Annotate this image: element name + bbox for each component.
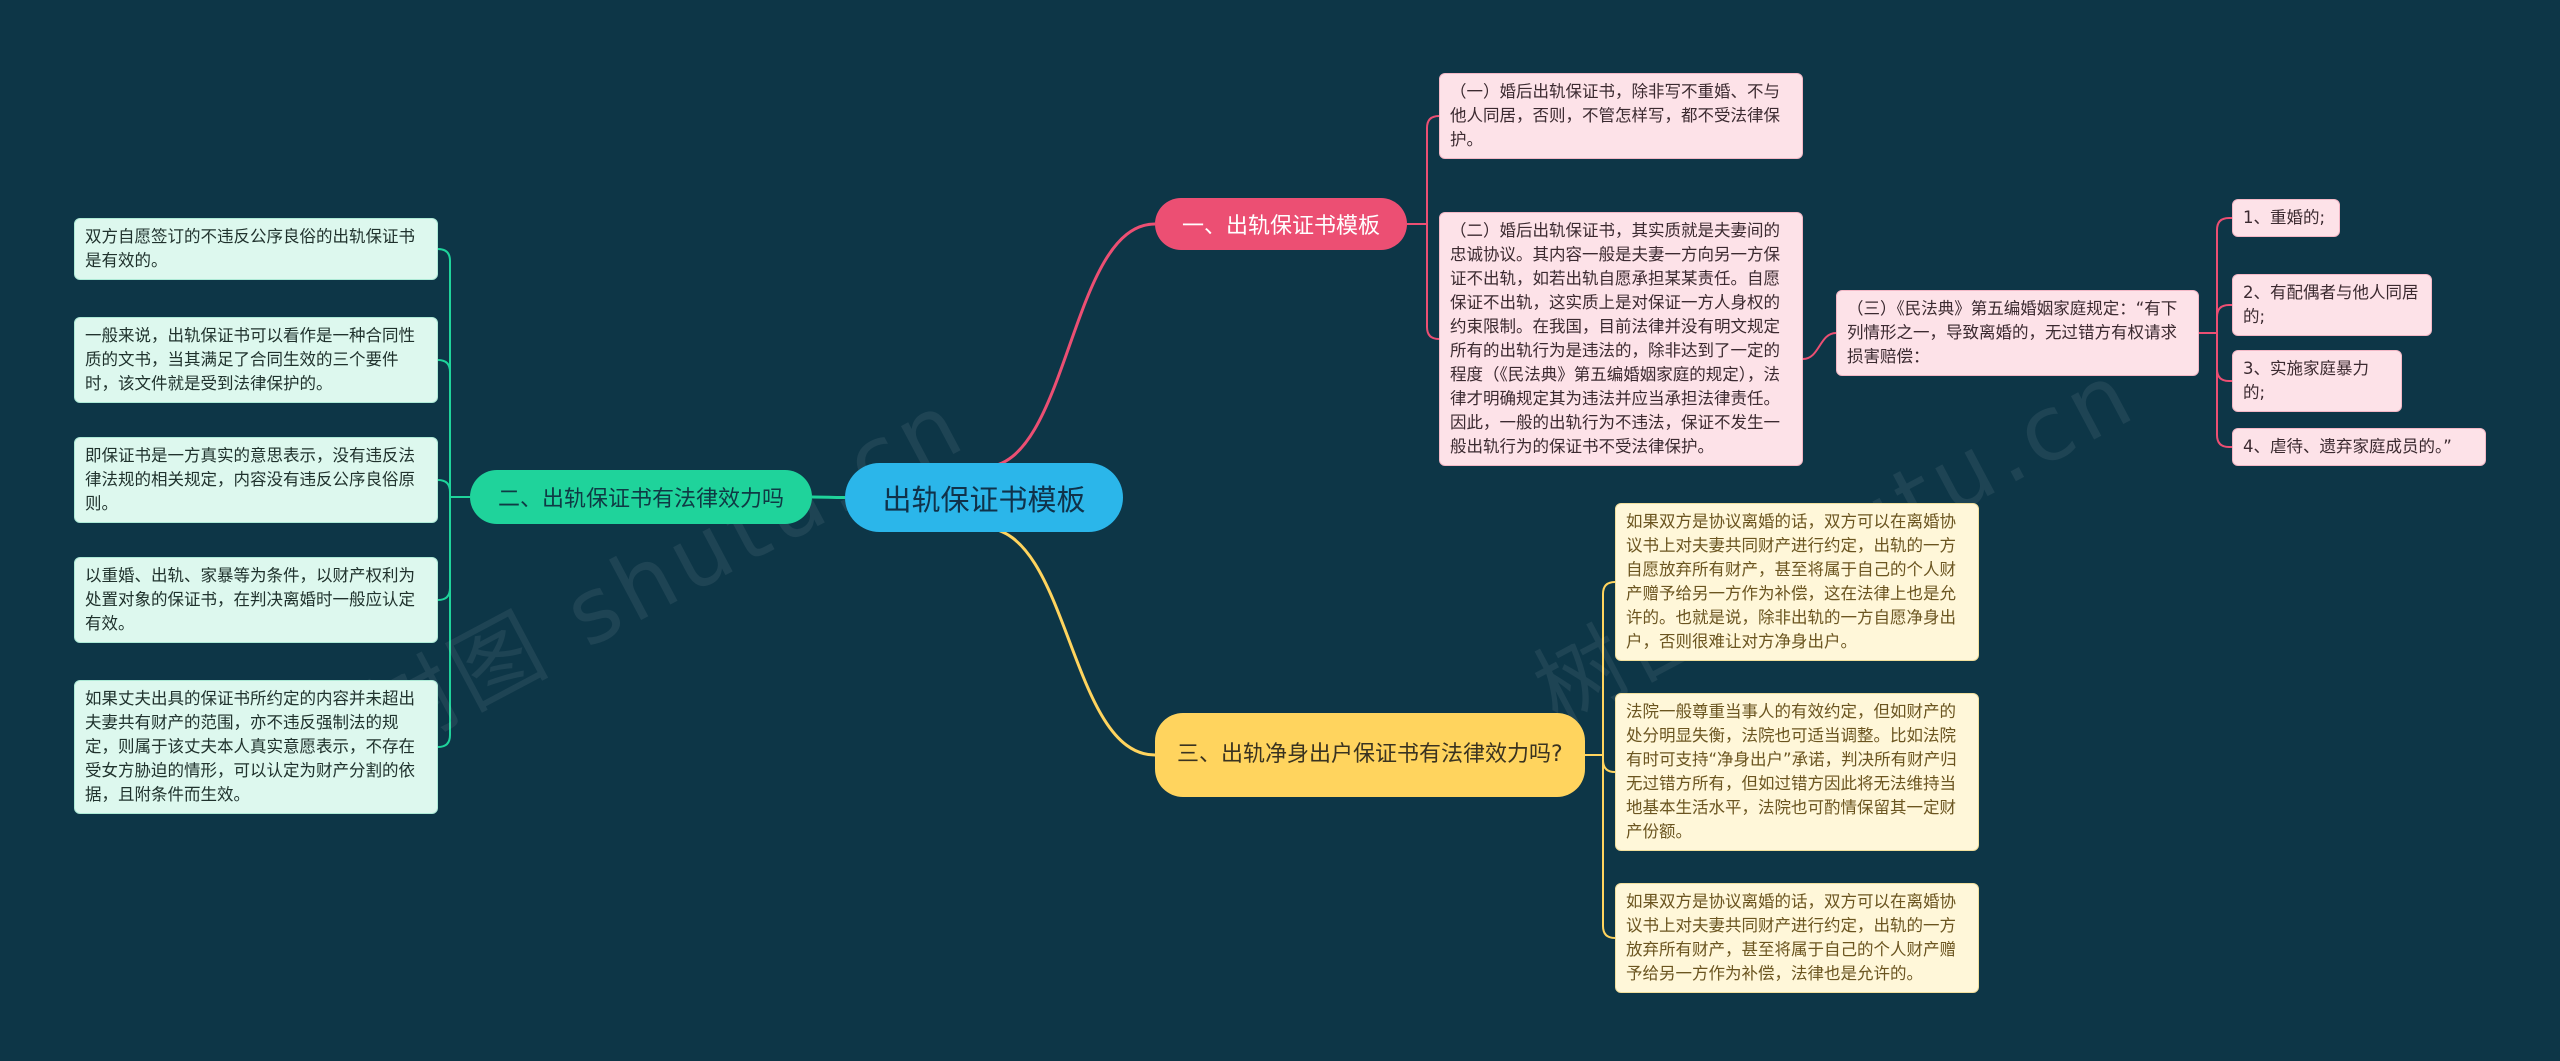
edge-note3-cases	[2199, 304, 2232, 334]
edge-root-branch1	[983, 222, 1156, 469]
branch-legal-validity[interactable]: 二、出轨保证书有法律效力吗	[470, 470, 812, 524]
clean-exit-note-1[interactable]: 如果双方是协议离婚的话，双方可以在离婚协议书上对夫妻共同财产进行约定，出轨的一方…	[1615, 503, 1979, 661]
edge-branch1-notes	[1407, 115, 1440, 225]
validity-note-3[interactable]: 即保证书是一方真实的意思表示，没有违反法律法规的相关规定，内容没有违反公序良俗原…	[74, 437, 438, 523]
edge-branch2-notes	[437, 359, 470, 498]
case-abuse-abandonment[interactable]: 4、虐待、遗弃家庭成员的。”	[2232, 428, 2486, 466]
edge-root-branch3	[983, 526, 1156, 757]
validity-note-5[interactable]: 如果丈夫出具的保证书所约定的内容并未超出夫妻共有财产的范围，亦不违反强制法的规定…	[74, 680, 438, 814]
edge-branch2-notes	[437, 248, 470, 498]
edge-note2-note3	[1802, 332, 1837, 360]
clean-exit-note-3[interactable]: 如果双方是协议离婚的话，双方可以在离婚协议书上对夫妻共同财产进行约定，出轨的一方…	[1615, 883, 1979, 993]
branch-template[interactable]: 一、出轨保证书模板	[1155, 198, 1407, 250]
edge-branch2-notes	[437, 496, 470, 601]
edge-branch2-notes	[437, 496, 470, 748]
edge-note3-cases	[2199, 217, 2232, 334]
root-topic[interactable]: 出轨保证书模板	[845, 463, 1123, 532]
template-note-1[interactable]: （一）婚后出轨保证书，除非写不重婚、不与他人同居，否则，不管怎样写，都不受法律保…	[1439, 73, 1803, 159]
edge-root-branch2	[811, 495, 846, 499]
validity-note-1[interactable]: 双方自愿签订的不违反公序良俗的出轨保证书是有效的。	[74, 218, 438, 280]
edge-branch1-notes	[1407, 223, 1440, 340]
case-cohabitation[interactable]: 2、有配偶者与他人同居的;	[2232, 274, 2432, 336]
template-note-2[interactable]: （二）婚后出轨保证书，其实质就是夫妻间的忠诚协议。其内容一般是夫妻一方向另一方保…	[1439, 212, 1803, 466]
edge-note3-cases	[2199, 332, 2232, 382]
edge-branch3-notes	[1585, 754, 1616, 939]
validity-note-4[interactable]: 以重婚、出轨、家暴等为条件，以财产权利为处置对象的保证书，在判决离婚时一般应认定…	[74, 557, 438, 643]
template-note-3[interactable]: （三）《民法典》第五编婚姻家庭规定：“有下列情形之一，导致离婚的，无过错方有权请…	[1836, 290, 2199, 376]
edge-branch3-notes	[1585, 581, 1616, 756]
branch-clean-exit[interactable]: 三、出轨净身出户保证书有法律效力吗?	[1155, 713, 1585, 797]
edge-branch3-notes	[1585, 754, 1616, 773]
edge-note3-cases	[2199, 332, 2232, 448]
validity-note-2[interactable]: 一般来说，出轨保证书可以看作是一种合同性质的文书，当其满足了合同生效的三个要件时…	[74, 317, 438, 403]
edge-branch2-notes	[437, 479, 470, 498]
case-domestic-violence[interactable]: 3、实施家庭暴力的;	[2232, 350, 2402, 412]
case-bigamy[interactable]: 1、重婚的;	[2232, 199, 2340, 237]
clean-exit-note-2[interactable]: 法院一般尊重当事人的有效约定，但如财产的处分明显失衡，法院也可适当调整。比如法院…	[1615, 693, 1979, 851]
